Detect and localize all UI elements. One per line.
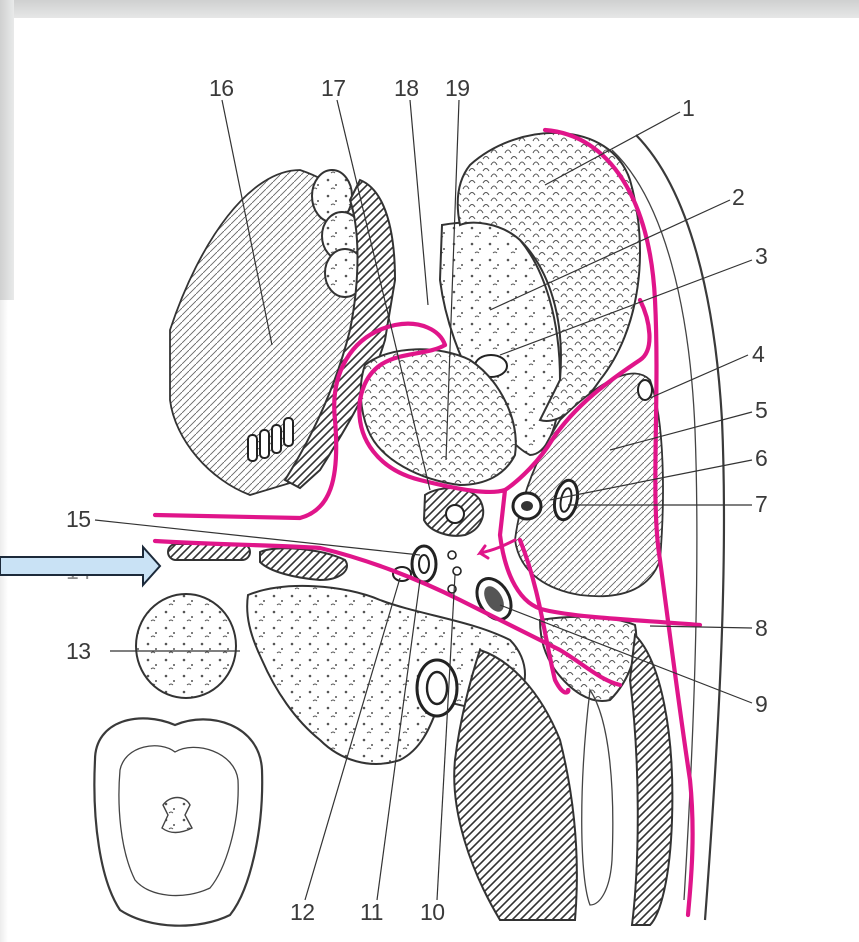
label-13: 13 [66, 638, 91, 664]
label-1: 1 [682, 95, 694, 121]
label-11: 11 [360, 899, 383, 925]
pharyngeal-lumen [446, 505, 464, 523]
label-2: 2 [732, 184, 744, 210]
label-4: 4 [752, 341, 765, 367]
label-16: 16 [209, 75, 234, 101]
label-6: 6 [755, 445, 767, 471]
prevertebral-muscles [454, 650, 577, 920]
sternocleidomastoid-muscle [540, 617, 636, 701]
center-arrow [480, 540, 515, 558]
vertebral-foramen [417, 660, 457, 716]
label-9: 9 [755, 691, 767, 717]
label-10: 10 [420, 899, 445, 925]
label-5: 5 [755, 397, 767, 423]
label-19: 19 [445, 75, 470, 101]
longus-capitis [582, 690, 613, 905]
label-7: 7 [755, 491, 767, 517]
label-12: 12 [290, 899, 315, 925]
dens-process [136, 594, 236, 698]
spinal-cord [94, 718, 262, 925]
label-18: 18 [394, 75, 419, 101]
label-17: 17 [321, 75, 346, 101]
label-3: 3 [755, 243, 767, 269]
splenius-muscle [630, 635, 672, 925]
label-8: 8 [755, 615, 767, 641]
label-15: 15 [66, 506, 91, 532]
